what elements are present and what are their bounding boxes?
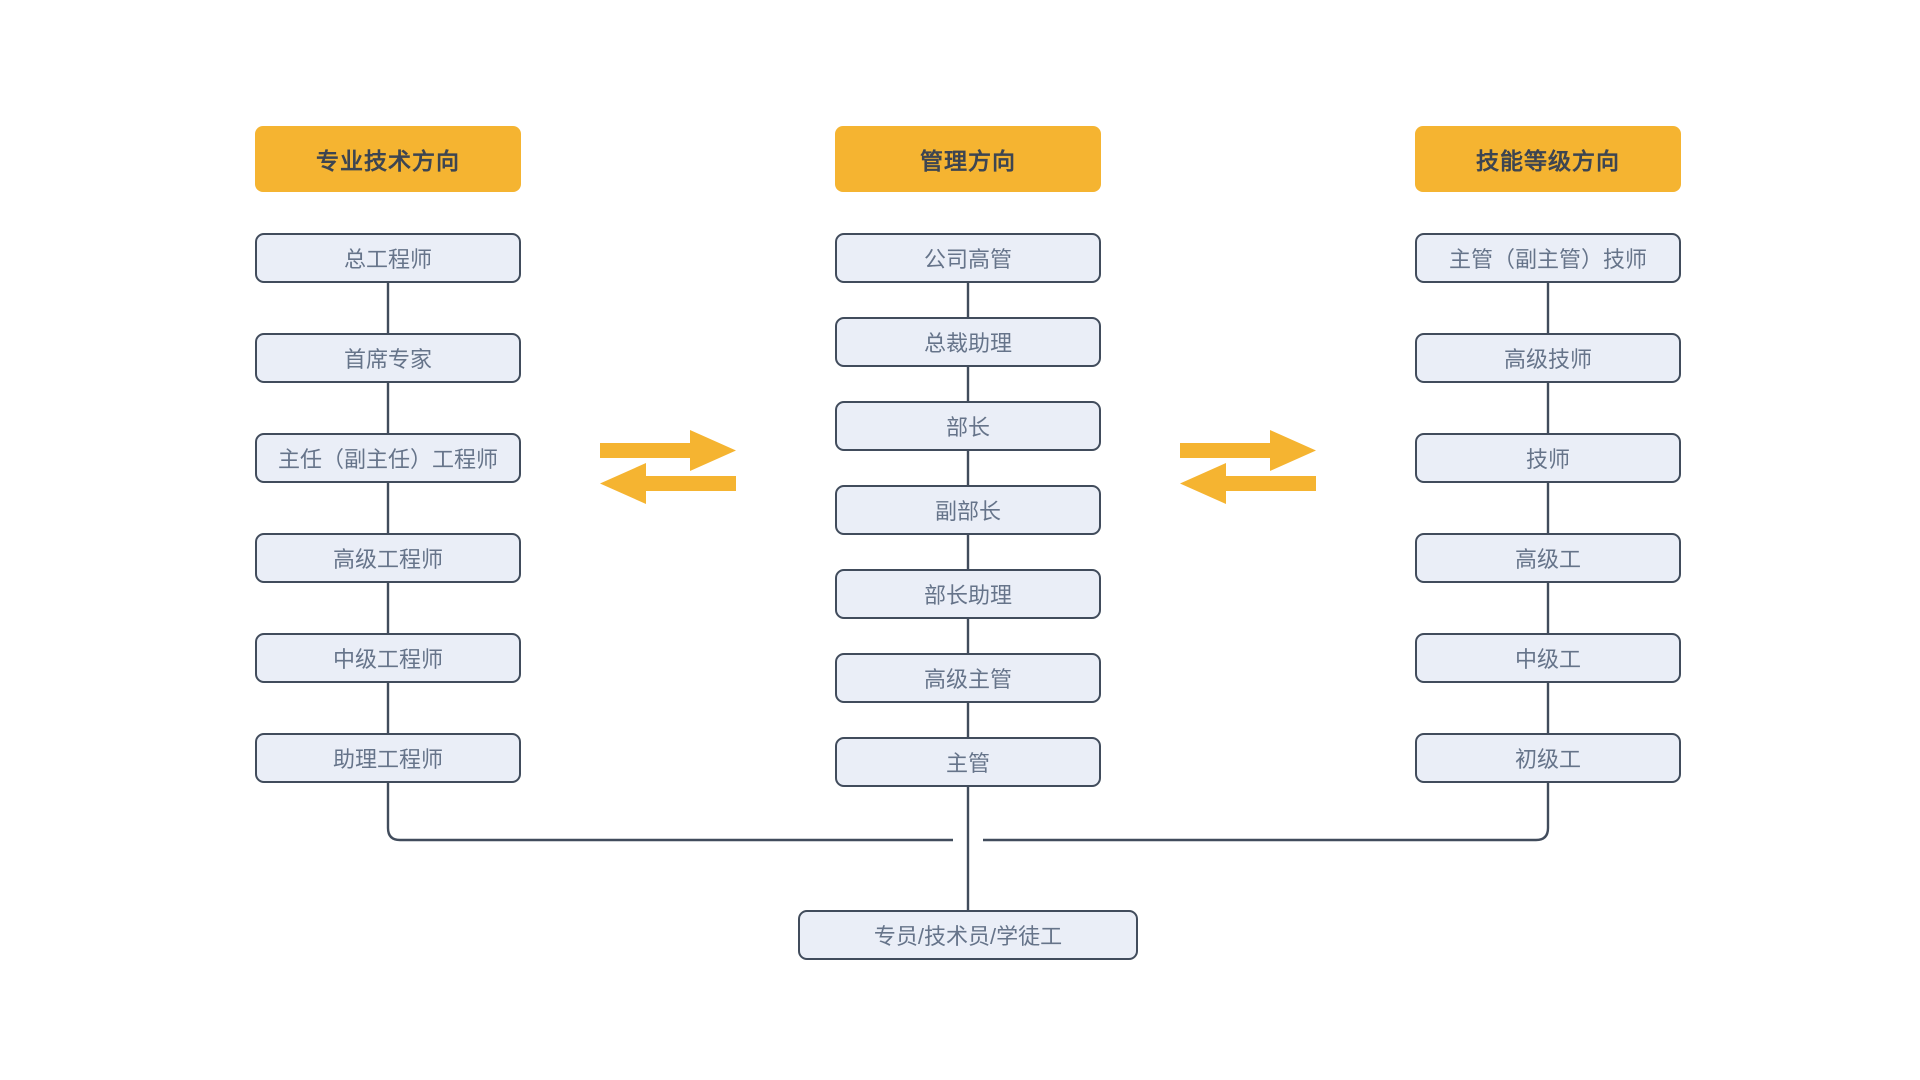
column-header-management[interactable]: 管理方向 [835,126,1101,192]
node-skill-4[interactable]: 中级工 [1415,633,1681,683]
node-skill-3[interactable]: 高级工 [1415,533,1681,583]
node-skill-0[interactable]: 主管（副主管）技师 [1415,233,1681,283]
node-management-5[interactable]: 高级主管 [835,653,1101,703]
node-skill-2[interactable]: 技师 [1415,433,1681,483]
column-header-technical[interactable]: 专业技术方向 [255,126,521,192]
node-technical-5[interactable]: 助理工程师 [255,733,521,783]
node-management-3[interactable]: 副部长 [835,485,1101,535]
node-technical-4[interactable]: 中级工程师 [255,633,521,683]
node-technical-3[interactable]: 高级工程师 [255,533,521,583]
node-technical-0[interactable]: 总工程师 [255,233,521,283]
node-technical-1[interactable]: 首席专家 [255,333,521,383]
node-base[interactable]: 专员/技术员/学徒工 [798,910,1138,960]
node-management-1[interactable]: 总裁助理 [835,317,1101,367]
column-header-skill[interactable]: 技能等级方向 [1415,126,1681,192]
node-technical-2[interactable]: 主任（副主任）工程师 [255,433,521,483]
node-management-0[interactable]: 公司高管 [835,233,1101,283]
node-management-6[interactable]: 主管 [835,737,1101,787]
node-management-4[interactable]: 部长助理 [835,569,1101,619]
node-management-2[interactable]: 部长 [835,401,1101,451]
bidirectional-arrow-left-icon [598,428,738,506]
bidirectional-arrow-right-icon [1178,428,1318,506]
node-skill-5[interactable]: 初级工 [1415,733,1681,783]
node-skill-1[interactable]: 高级技师 [1415,333,1681,383]
